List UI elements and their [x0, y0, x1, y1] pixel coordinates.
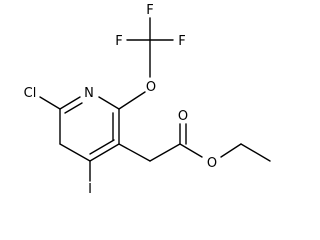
bond-n1-c6 — [59, 96, 81, 110]
bond-ester-o-ch2 — [220, 143, 242, 158]
bond-carbonyl-ester-o — [179, 143, 203, 158]
atom-fluorine-top: F — [146, 3, 153, 18]
bond-ch2-carbonyl — [149, 143, 181, 162]
bond-c2-n1 — [98, 96, 120, 110]
bond-c4-c3-inner — [89, 139, 115, 155]
chemical-structure: F F F O N Cl I O O — [24, 3, 271, 197]
bond-c3-ch2 — [118, 143, 151, 162]
bond-ch2-ch3 — [240, 143, 271, 162]
atom-chlorine: Cl — [24, 86, 37, 101]
atom-carbonyl-oxygen: O — [178, 109, 188, 124]
atom-ester-oxygen: O — [207, 156, 217, 171]
atom-ether-oxygen: O — [146, 80, 156, 95]
bond-n1-c6-inner — [64, 102, 83, 114]
atom-ring-nitrogen: N — [84, 86, 94, 101]
atom-fluorine-left: F — [115, 34, 122, 49]
bond-c6-cl — [39, 96, 61, 110]
bond-c5-c4 — [59, 143, 91, 162]
bond-c4-c3 — [89, 143, 120, 162]
bond-ether-o-c2 — [118, 91, 146, 110]
atom-fluorine-right: F — [178, 34, 185, 49]
atom-iodine: I — [88, 182, 92, 197]
